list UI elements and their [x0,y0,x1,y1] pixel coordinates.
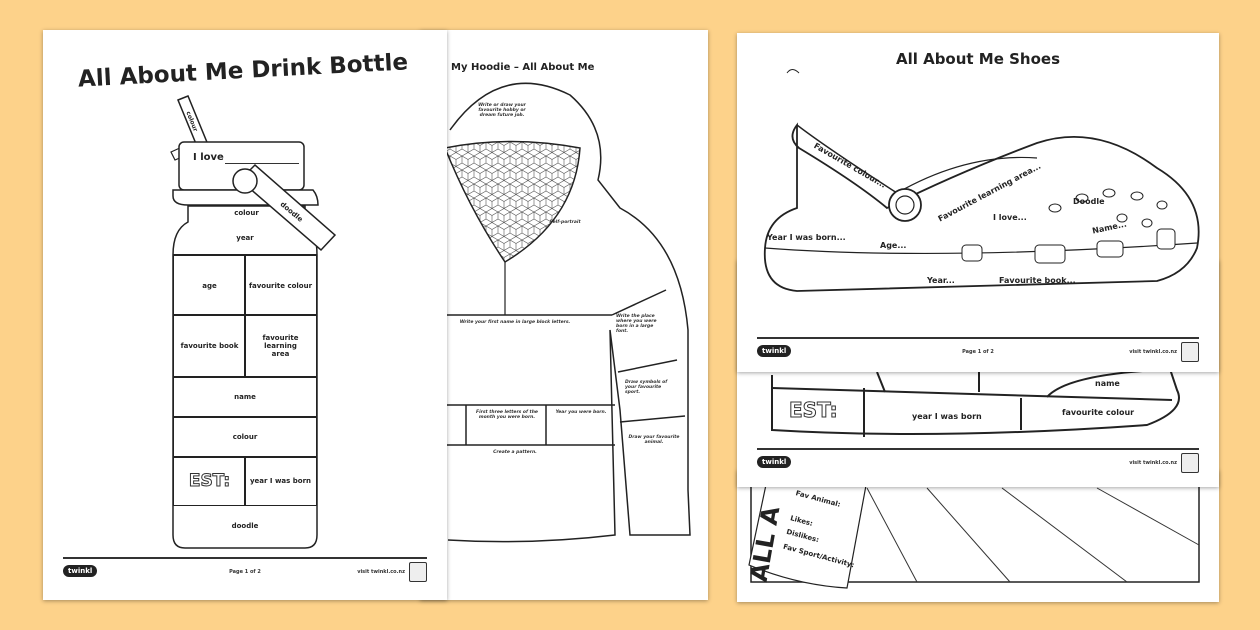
curriculum-badge-icon [1181,453,1199,473]
clog-doodle-label: Doodle [1073,197,1105,206]
cell-year: year [173,222,317,255]
shoes-title: All About Me Shoes [895,50,1061,68]
hoodie-sheet: My Hoodie – All About Me Write or draw y… [420,30,708,600]
site-url: visit twinkl.co.nz [1129,460,1177,466]
sneaker-favourite-colour-label: favourite colour [1062,408,1135,417]
page-number: Page 1 of 2 [229,569,261,575]
twinkl-logo: twinkl [63,565,98,577]
self-portrait-label: Self-portrait [549,220,581,225]
hoodie-title: My Hoodie – All About Me [451,62,595,73]
hood-prompt: Write or draw your favourite hobby or dr… [478,103,526,118]
cell-neck-colour: colour [234,209,259,217]
shoes-sheet: All About Me Shoes Favourite colour... F… [737,33,1219,372]
lid-label: I love [193,152,224,163]
sneaker-year-born-label: year I was born [912,412,982,421]
hoodie-drawing [440,82,691,543]
sport-prompt: Draw symbols of your favourite sport. [625,380,668,395]
sneaker-est-label: EST: [789,398,839,423]
place-prompt: Write the place where you were born in a… [616,314,657,334]
sneaker-footer: twinkl visit twinkl.co.nz [757,448,1199,478]
cell-colour: colour [173,416,317,458]
cell-age: age [173,255,246,316]
bottle-footer: twinkl Page 1 of 2 visit twinkl.co.nz [63,557,427,587]
can-sheet: ALL A Fav Animal: Likes: Dislikes: Fav S… [737,470,1219,602]
page-number: Page 1 of 2 [962,349,994,355]
clog-age-label: Age... [880,241,907,250]
sneaker-name-label: name [1095,379,1120,388]
sneaker-drawing [771,359,1180,437]
animal-prompt: Draw your favourite animal. [628,435,680,445]
clog-year-born-label: Year I was born... [767,233,846,242]
twinkl-logo: twinkl [757,456,792,468]
clog-i-love-label: I love... [993,213,1027,222]
cell-year-born: year I was born [244,456,317,506]
twinkl-logo: twinkl [757,345,792,357]
shoes-footer: twinkl Page 1 of 2 visit twinkl.co.nz [757,337,1199,367]
pattern-prompt: Create a pattern. [493,450,537,455]
curriculum-badge-icon [409,562,427,582]
clog-favourite-book-label: Favourite book... [999,276,1076,285]
name-prompt: Write your first name in large block let… [459,320,571,325]
lid-write-line [225,163,299,164]
cell-name: name [173,376,317,418]
can-drawing [748,474,1200,589]
cell-favourite-book: favourite book [173,314,246,378]
clog-drawing [763,69,1200,292]
cell-favourite-learning-area: favourite learning area [244,314,317,378]
curriculum-badge-icon [1181,342,1199,362]
site-url: visit twinkl.co.nz [1129,349,1177,355]
cell-doodle: doodle [231,522,259,530]
clog-year-label: Year... [927,276,955,285]
cell-favourite-colour: favourite colour [244,255,317,316]
month-prompt: First three letters of the month you wer… [476,410,538,420]
drink-bottle-sheet: All About Me Drink Bottle colour I love … [43,30,447,600]
bottle-drawing [170,95,337,549]
est-label: EST: [188,471,231,492]
year-prompt: Year you were born. [555,410,607,415]
cell-est: EST: [173,456,246,506]
site-url: visit twinkl.co.nz [357,569,405,575]
